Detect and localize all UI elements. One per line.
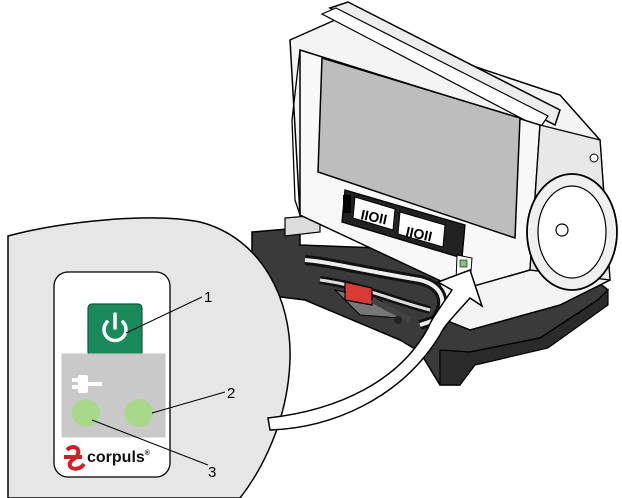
charging-led xyxy=(125,399,153,427)
power-button[interactable] xyxy=(88,304,142,356)
callout-1: 1 xyxy=(204,289,212,306)
power-supply-led xyxy=(72,399,100,427)
callout-3: 3 xyxy=(208,464,216,481)
callout-2: 2 xyxy=(227,385,235,402)
brand-text: corpuls xyxy=(87,449,145,466)
trademark: ® xyxy=(145,449,151,457)
svg-text:corpuls®: corpuls® xyxy=(87,449,151,466)
led-indicator-area xyxy=(62,354,165,437)
